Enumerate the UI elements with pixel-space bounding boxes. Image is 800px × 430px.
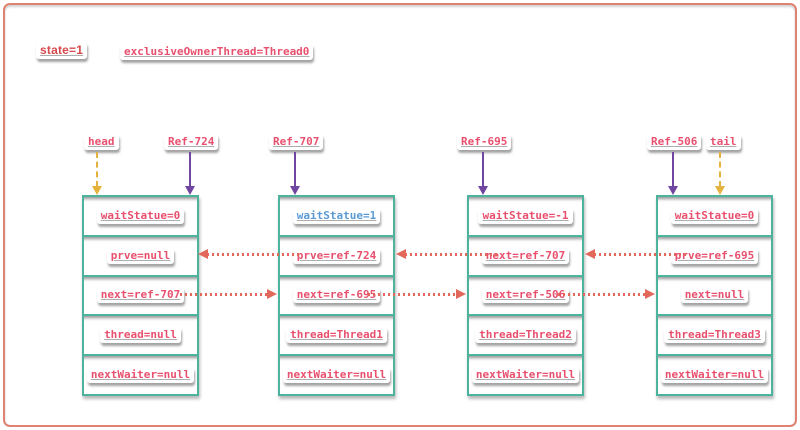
prve-link-695-to-707: [396, 249, 497, 259]
field-waitstatue: waitStatue=-1: [469, 197, 582, 235]
ref-label-707: Ref-707: [269, 134, 324, 150]
field-next-value: next=ref-506: [481, 287, 570, 304]
node-ref-724: waitStatue=0 prve=null next=ref-707 thre…: [82, 195, 199, 396]
field-thread: thread=Thread3: [658, 314, 771, 354]
field-prve: next=ref-707: [469, 234, 582, 275]
ref-506-arrow-line: [672, 152, 674, 187]
field-prve: prve=ref-695: [658, 234, 771, 275]
ref-label-506: Ref-506: [647, 134, 702, 150]
head-pointer-label: head: [84, 134, 119, 150]
tail-arrow-line: [719, 152, 721, 187]
field-nextwaiter-value: nextWaiter=null: [282, 367, 391, 384]
field-thread: thread=Thread1: [280, 314, 393, 354]
field-prve-value: prve=ref-724: [292, 247, 381, 264]
field-thread-value: thread=Thread2: [475, 327, 576, 344]
field-prve: prve=null: [84, 234, 197, 275]
head-arrowhead-icon: [92, 186, 102, 195]
field-next: next=ref-506: [469, 274, 582, 315]
field-nextwaiter-value: nextWaiter=null: [86, 367, 195, 384]
next-link-695-to-506: [558, 289, 655, 299]
head-arrow-line: [96, 152, 98, 187]
ref-label-724: Ref-724: [164, 134, 219, 150]
field-thread-value: thread=null: [100, 327, 181, 344]
field-waitstatue-value: waitStatue=0: [670, 207, 759, 224]
field-waitstatue: waitStatue=0: [658, 197, 771, 235]
ref-695-arrowhead-icon: [478, 186, 488, 195]
ref-724-arrow-line: [189, 152, 191, 187]
diagram-border: [3, 3, 797, 427]
next-link-724-to-707: [180, 289, 277, 299]
ref-724-arrowhead-icon: [185, 186, 195, 195]
ref-label-695: Ref-695: [457, 134, 512, 150]
field-next: next=ref-707: [84, 274, 197, 315]
ref-695-arrow-line: [482, 152, 484, 187]
field-prve-value: next=ref-707: [481, 247, 570, 264]
field-nextwaiter: nextWaiter=null: [280, 354, 393, 394]
field-nextwaiter: nextWaiter=null: [84, 354, 197, 394]
field-next: next=null: [658, 274, 771, 315]
field-thread-value: thread=Thread1: [286, 327, 387, 344]
field-next-value: next=null: [680, 287, 749, 304]
exclusive-owner-thread-label: exclusiveOwnerThread=Thread0: [120, 44, 314, 60]
field-next-value: next=ref-695: [292, 287, 381, 304]
field-thread: thread=null: [84, 314, 197, 354]
field-thread: thread=Thread2: [469, 314, 582, 354]
field-waitstatue: waitStatue=0: [84, 197, 197, 235]
field-next-value: next=ref-707: [96, 287, 185, 304]
field-waitstatue-value: waitStatue=-1: [478, 207, 573, 224]
field-nextwaiter: nextWaiter=null: [658, 354, 771, 394]
field-nextwaiter-value: nextWaiter=null: [660, 367, 769, 384]
ref-506-arrowhead-icon: [668, 186, 678, 195]
state-label: state=1: [36, 42, 88, 59]
field-waitstatue-value: waitStatue=1: [292, 207, 381, 224]
node-ref-506: waitStatue=0 prve=ref-695 next=null thre…: [656, 195, 773, 396]
field-prve-value: prve=ref-695: [670, 247, 759, 264]
ref-707-arrow-line: [294, 152, 296, 187]
field-waitstatue: waitStatue=1: [280, 197, 393, 235]
field-prve: prve=ref-724: [280, 234, 393, 275]
field-nextwaiter-value: nextWaiter=null: [471, 367, 580, 384]
ref-707-arrowhead-icon: [290, 186, 300, 195]
field-prve-value: prve=null: [106, 247, 175, 264]
field-thread-value: thread=Thread3: [664, 327, 765, 344]
tail-arrowhead-icon: [715, 186, 725, 195]
tail-pointer-label: tail: [706, 134, 741, 150]
prve-link-506-to-695: [585, 249, 686, 259]
field-next: next=ref-695: [280, 274, 393, 315]
prve-link-707-to-724: [198, 249, 300, 259]
field-waitstatue-value: waitStatue=0: [96, 207, 185, 224]
field-nextwaiter: nextWaiter=null: [469, 354, 582, 394]
next-link-707-to-695: [368, 289, 466, 299]
